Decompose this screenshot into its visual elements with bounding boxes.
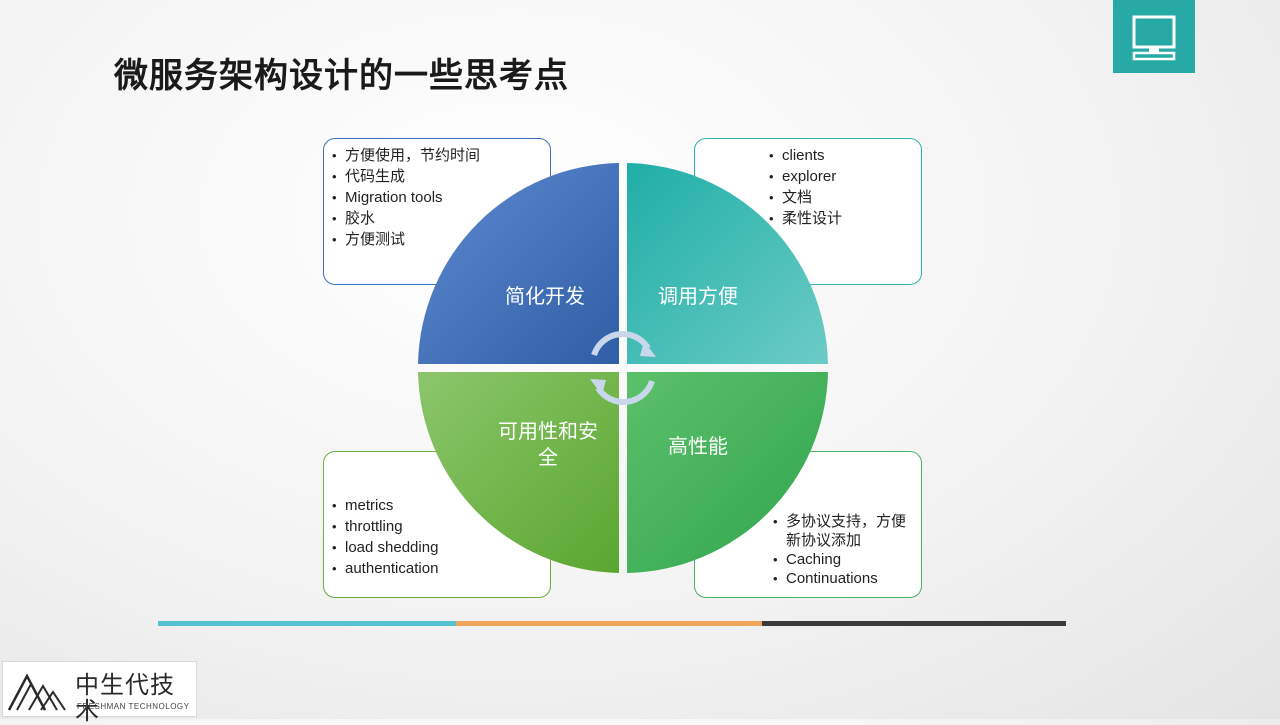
- quadrant-circle-diagram: [418, 163, 828, 573]
- list-item: 代码生成: [332, 166, 480, 187]
- label-convenient-invocation: 调用方便: [658, 284, 738, 308]
- list-item: Migration tools: [332, 187, 480, 208]
- label-availability-security: 可用性和安 全: [498, 419, 598, 469]
- list-item: authentication: [332, 558, 438, 579]
- list-item: throttling: [332, 516, 438, 537]
- list-item: 方便使用，节约时间: [332, 145, 480, 166]
- list-availability-security: metrics throttling load shedding authent…: [332, 495, 438, 579]
- quadrant-availability-security: [418, 372, 619, 573]
- label-high-performance: 高性能: [668, 434, 728, 458]
- quadrant-convenient-invocation: [627, 163, 828, 364]
- list-item: 文档: [769, 187, 842, 208]
- logo-name-cn: 中生代技术: [75, 671, 175, 725]
- list-item: metrics: [332, 495, 438, 516]
- divider-teal: [158, 621, 456, 626]
- corner-badge: [1113, 0, 1195, 73]
- logo-mountain-icon: [7, 673, 66, 711]
- list-item: 多协议支持，方便 新协议添加: [773, 512, 906, 550]
- divider-dark: [762, 621, 1066, 626]
- company-logo: 中生代技术 FRESHMAN TECHNOLOGY: [2, 661, 197, 724]
- label-simplify-development: 简化开发: [505, 284, 585, 308]
- quadrant-simplify-development: [418, 163, 619, 364]
- list-item: explorer: [769, 166, 842, 187]
- list-simplify-development: 方便使用，节约时间 代码生成 Migration tools 胶水 方便测试: [332, 145, 480, 250]
- list-item: 柔性设计: [769, 208, 842, 229]
- list-high-performance: 多协议支持，方便 新协议添加 Caching Continuations: [773, 512, 906, 588]
- list-item: clients: [769, 145, 842, 166]
- divider-orange: [456, 621, 762, 626]
- list-item: load shedding: [332, 537, 438, 558]
- circular-arrows-icon: [590, 331, 656, 405]
- logo-name-en: FRESHMAN TECHNOLOGY: [77, 702, 190, 711]
- list-item: 方便测试: [332, 229, 480, 250]
- list-item: Continuations: [773, 569, 906, 588]
- quadrant-high-performance: [627, 372, 828, 573]
- list-convenient-invocation: clients explorer 文档 柔性设计: [769, 145, 842, 229]
- list-item: Caching: [773, 550, 906, 569]
- page-title: 微服务架构设计的一些思考点: [114, 56, 569, 96]
- list-item: 胶水: [332, 208, 480, 229]
- monitor-icon: [1132, 15, 1176, 60]
